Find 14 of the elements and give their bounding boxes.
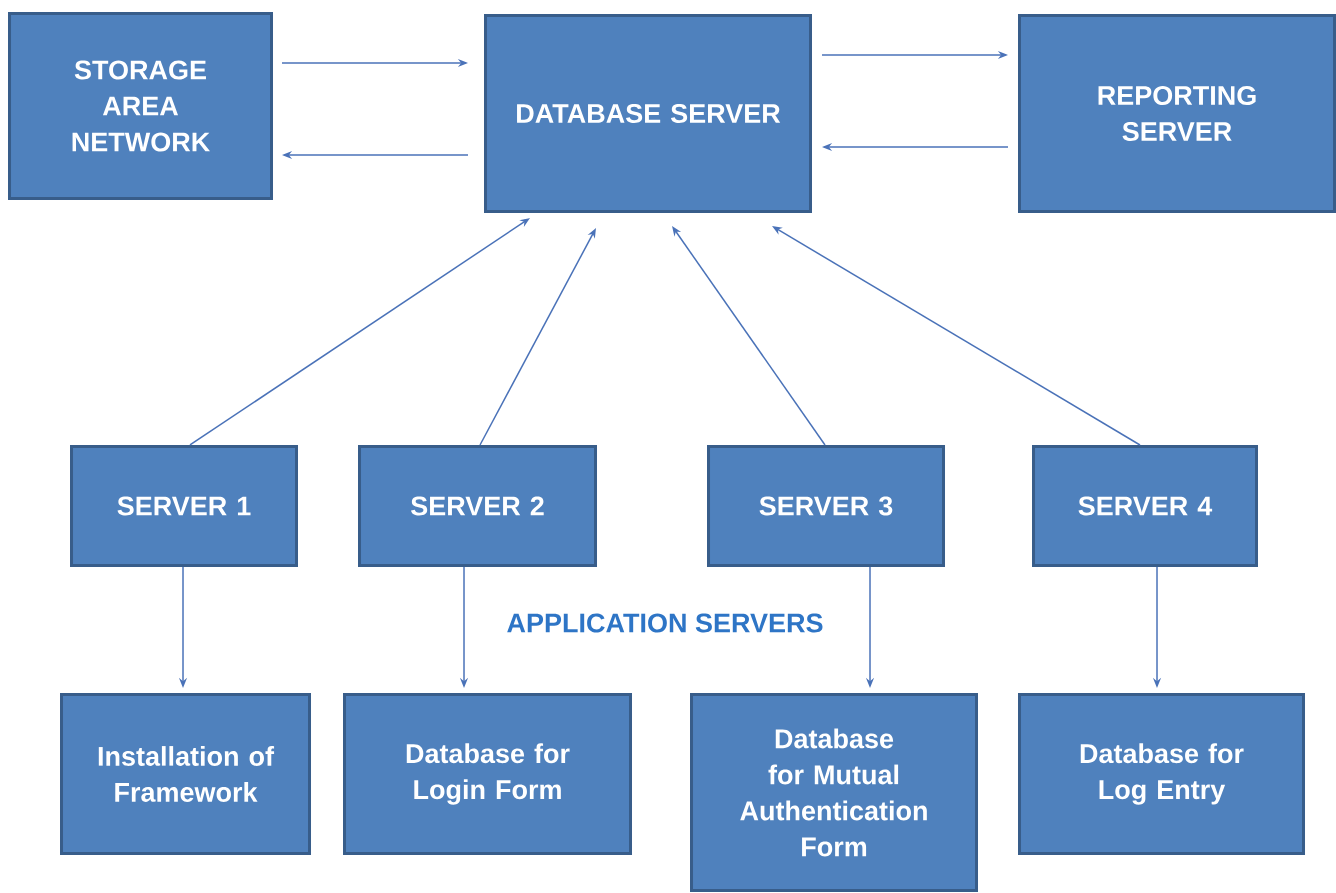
server-box: Database for Mutual Authentication Form [690, 693, 978, 892]
server-box: Database for Login Form [343, 693, 632, 855]
server-box: SERVER 3 [707, 445, 945, 567]
server-box: Installation of Framework [60, 693, 311, 855]
server-box: SERVER 4 [1032, 445, 1258, 567]
server-box: SERVER 2 [358, 445, 597, 567]
section-label: APPLICATION SERVERS [507, 613, 823, 633]
server-box: DATABASE SERVER [484, 14, 812, 213]
server-box: Database for Log Entry [1018, 693, 1305, 855]
server-box: SERVER 1 [70, 445, 298, 567]
server-box: STORAGE AREA NETWORK [8, 12, 273, 200]
arrow [672, 226, 826, 446]
arrow [189, 218, 530, 446]
server-box: REPORTING SERVER [1018, 14, 1336, 213]
